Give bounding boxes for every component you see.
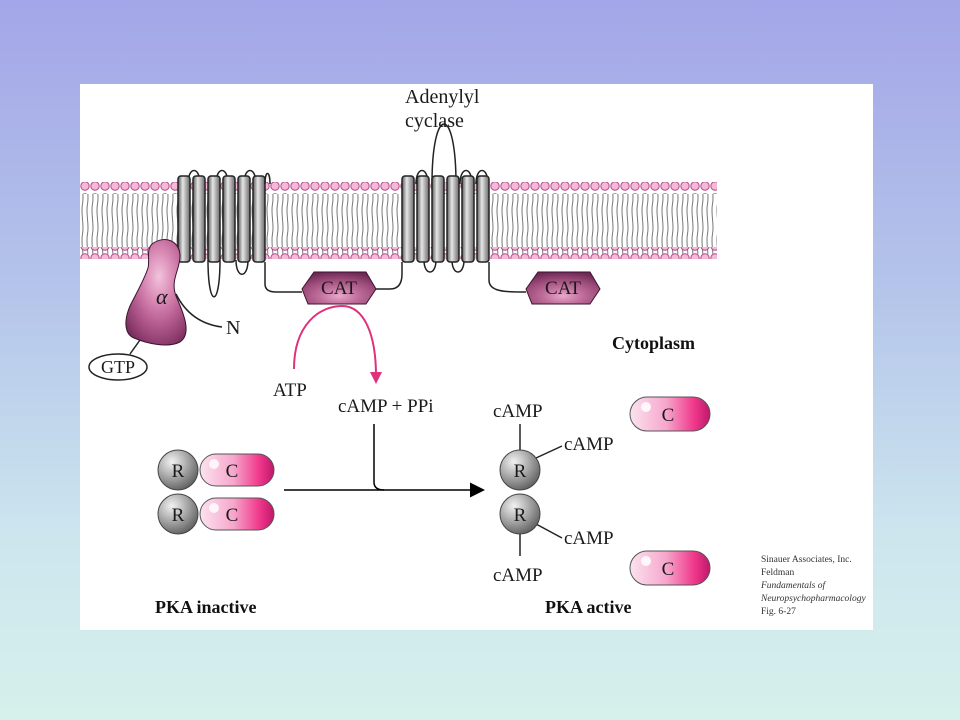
cat-label-1: CAT xyxy=(321,278,357,299)
gtp-label: GTP xyxy=(101,357,135,377)
free-c-subunit-2-label: C xyxy=(662,559,675,580)
credit-line-2: Feldman xyxy=(761,568,794,578)
adenylyl-cyclase-tm-domain-1 xyxy=(177,169,271,298)
active-r-subunit-1-label: R xyxy=(514,461,527,482)
n-terminus-line xyxy=(175,293,223,328)
cat-label-2: CAT xyxy=(545,278,581,299)
cytoplasm-label: Cytoplasm xyxy=(612,333,695,353)
cat-domain-2: CAT xyxy=(525,271,601,305)
c-subunit-2-label: C xyxy=(226,505,239,526)
gtp-connector xyxy=(129,339,141,355)
active-r-subunit-2-label: R xyxy=(514,505,527,526)
adenylyl-cyclase-label-line1: Adenylyl xyxy=(405,86,480,108)
camp-pka-pathway-diagram: CAT CAT Adenylyl cyclase α N GTP Cytopla… xyxy=(80,86,866,617)
camp-label-3: cAMP xyxy=(564,528,614,549)
credit-line-3: Fundamentals of xyxy=(760,580,826,591)
figure-credit: Sinauer Associates, Inc. Feldman Fundame… xyxy=(760,555,866,617)
credit-line-1: Sinauer Associates, Inc. xyxy=(761,555,852,565)
n-terminus-label: N xyxy=(226,317,240,339)
adenylyl-cyclase-tm-domain-2 xyxy=(401,123,490,273)
r-subunit-1-label: R xyxy=(172,461,185,482)
active-r-subunit-2 xyxy=(499,493,541,535)
r-subunit-1 xyxy=(157,449,199,491)
camp-binding-line xyxy=(373,424,385,491)
free-c-subunit-1: C xyxy=(629,396,711,432)
g-alpha-subunit: α xyxy=(125,239,187,346)
pka-active-label: PKA active xyxy=(545,597,631,617)
atp-label: ATP xyxy=(273,380,307,401)
camp-ppi-label: cAMP + PPi xyxy=(338,396,434,417)
active-r-subunit-1 xyxy=(499,449,541,491)
camp-label-2: cAMP xyxy=(564,434,614,455)
diagram-panel: CAT CAT Adenylyl cyclase α N GTP Cytopla… xyxy=(80,84,873,630)
camp-label-1: cAMP xyxy=(493,401,543,422)
atp-conversion-arrowhead xyxy=(370,372,382,384)
adenylyl-cyclase-label-line2: cyclase xyxy=(405,110,464,132)
c-subunit-1-label: C xyxy=(226,461,239,482)
free-c-subunit-1-label: C xyxy=(662,405,675,426)
credit-line-5: Fig. 6-27 xyxy=(761,607,796,617)
free-c-subunit-2: C xyxy=(629,550,711,586)
gtp-bubble xyxy=(88,353,148,381)
alpha-label: α xyxy=(156,284,168,309)
credit-line-4: Neuropsychopharmacology xyxy=(760,594,866,604)
pka-inactive-complex: C C R R xyxy=(157,449,275,535)
r-subunit-2 xyxy=(157,493,199,535)
r-subunit-2-label: R xyxy=(172,505,185,526)
cat-domain-1: CAT xyxy=(301,271,377,305)
pka-inactive-label: PKA inactive xyxy=(155,597,257,617)
pka-regulatory-dimer xyxy=(519,424,563,556)
atp-conversion-arrow xyxy=(293,304,377,377)
camp-label-4: cAMP xyxy=(493,565,543,586)
cytoplasmic-loops xyxy=(264,262,526,293)
